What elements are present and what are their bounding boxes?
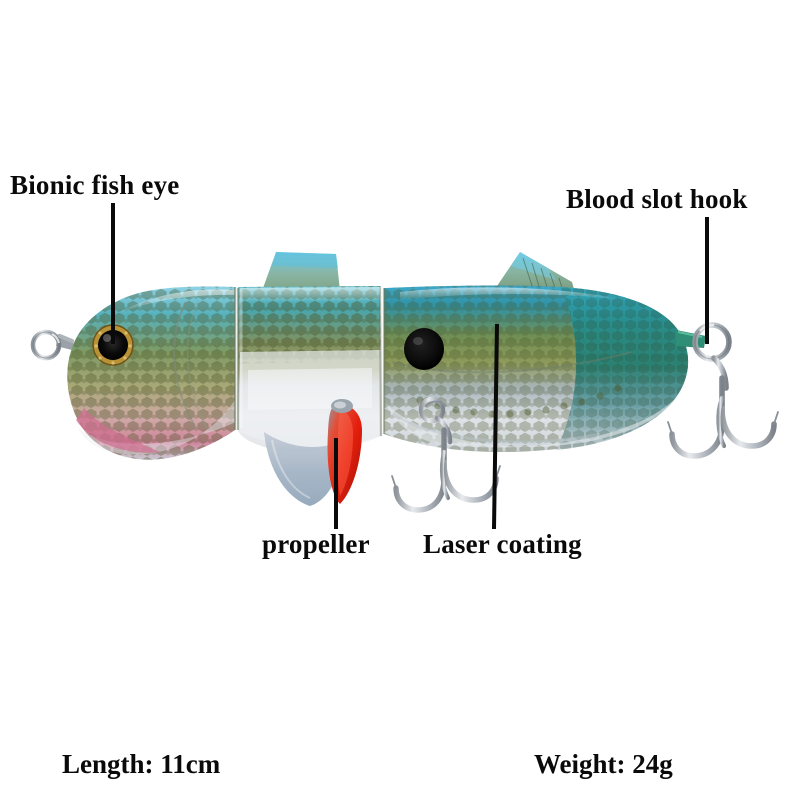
- callout-label-bionic-fish-eye: Bionic fish eye: [10, 170, 180, 200]
- tail-treble-hook: [669, 355, 777, 459]
- lateral-spot: [404, 328, 444, 370]
- front-line-tie-ring: [30, 329, 74, 361]
- spec-weight: Weight: 24g: [534, 749, 673, 779]
- callout-label-propeller: propeller: [262, 529, 370, 559]
- head-segment: [67, 286, 237, 460]
- callout-label-blood-slot-hook: Blood slot hook: [566, 184, 748, 214]
- spec-length: Length: 11cm: [62, 749, 221, 779]
- propeller-blade: [327, 399, 362, 504]
- tail-segment: [382, 285, 706, 452]
- pointer-line-laser-coating: [492, 323, 499, 530]
- callout-label-laser-coating: Laser coating: [423, 529, 582, 559]
- pelvic-fin: [264, 432, 344, 506]
- tail-treble-hook-points: [667, 411, 779, 435]
